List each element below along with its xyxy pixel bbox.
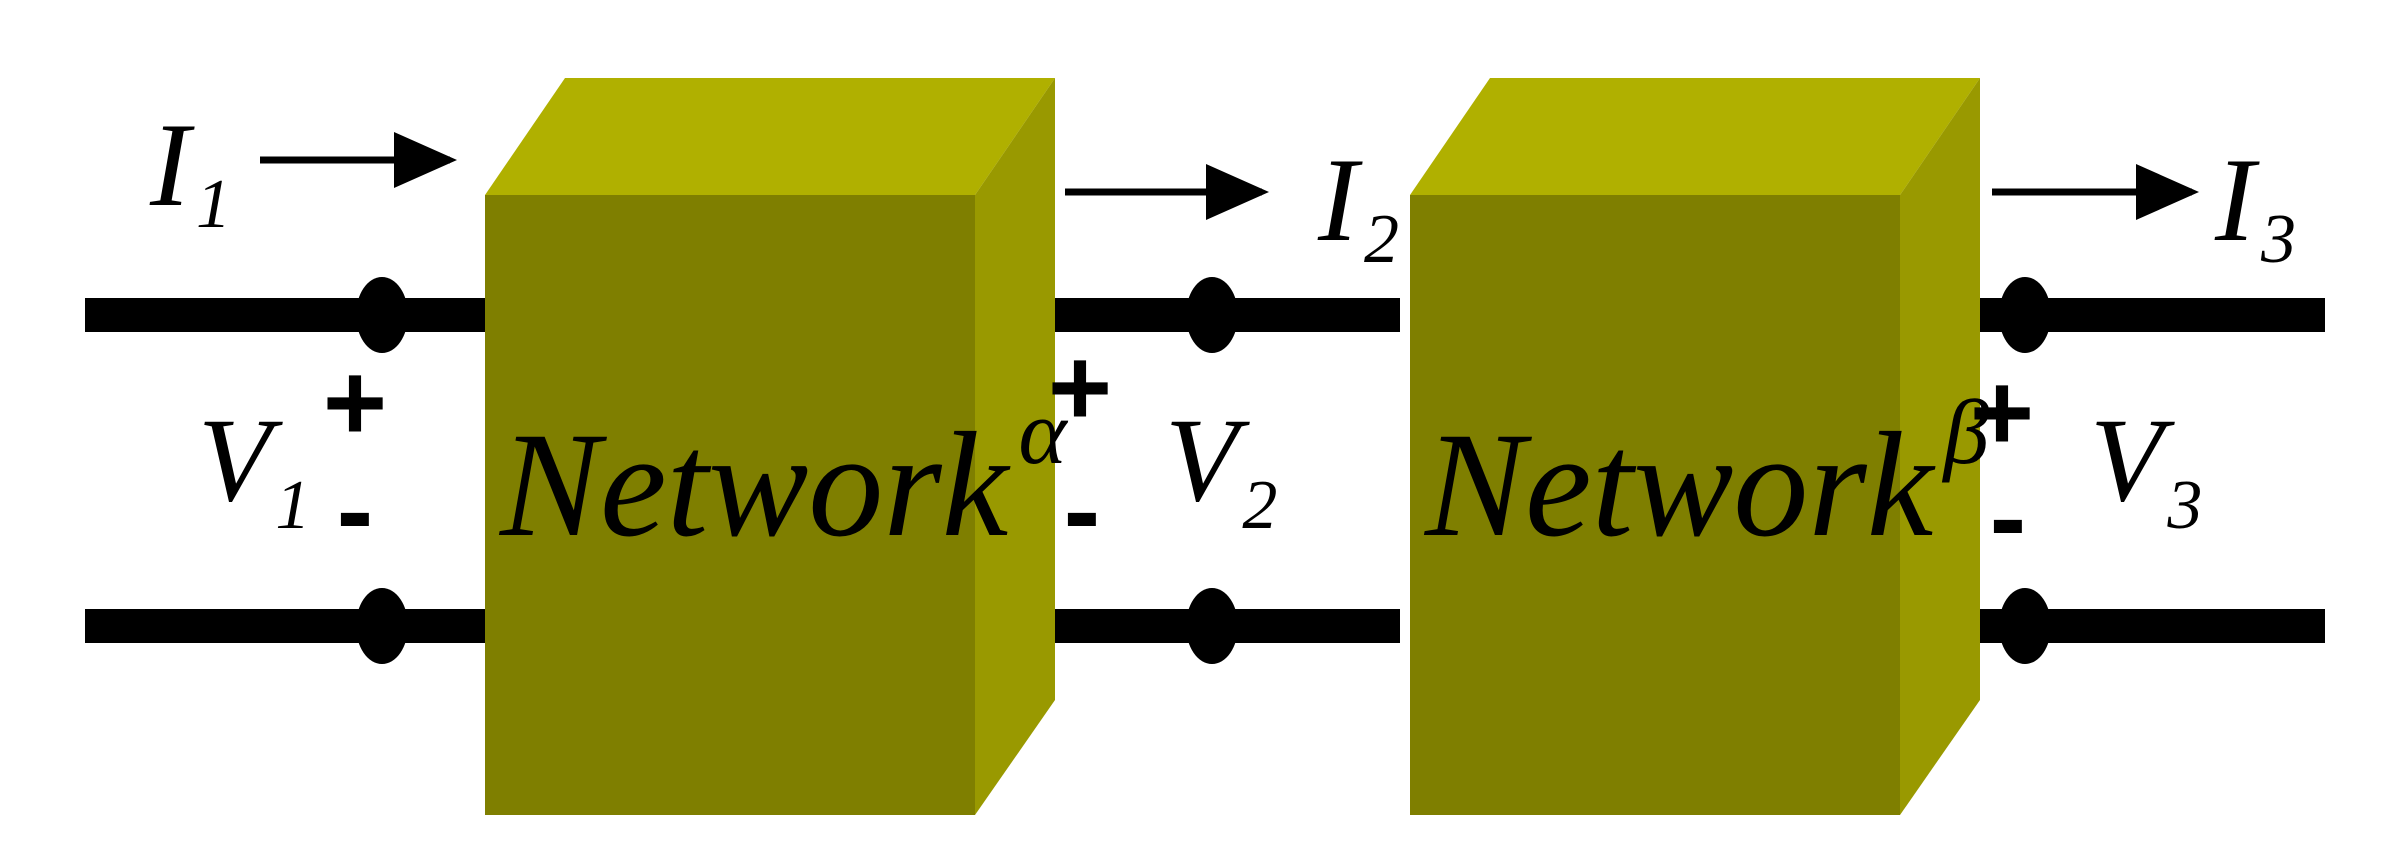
minus-sign-port3: - [1990,456,2027,579]
voltage-label-2: V2 [1165,393,1277,544]
network-beta-name: Network [1423,402,1936,568]
plus-sign-port1: + [323,341,387,464]
network-beta-superscript: β [1941,381,1989,483]
terminal-port1-top [356,277,408,353]
minus-sign-port2: - [1064,449,1101,572]
network-beta-front-face [1410,195,1900,815]
minus-sign-port1: - [337,449,374,572]
voltage-2-symbol: V [1165,393,1250,526]
current-2-subscript: 2 [1364,201,1399,278]
voltage-3-subscript: 3 [2166,467,2202,544]
voltage-label-3: V3 [2090,393,2202,544]
voltage-label-1: V1 [198,393,310,544]
network-alpha-top-face [485,78,1055,195]
terminal-port1-bottom [356,588,408,664]
terminal-port3-bottom [1999,588,2051,664]
current-1-subscript: 1 [196,166,231,243]
current-3-subscript: 3 [2260,201,2296,278]
network-alpha-side-face [975,78,1055,815]
terminal-port2-top [1186,277,1238,353]
terminal-port2-bottom [1186,588,1238,664]
network-beta-top-face [1410,78,1980,195]
current-1-symbol: I [149,98,195,231]
terminal-port3-top [1999,277,2051,353]
voltage-2-subscript: 2 [1242,467,1277,544]
network-alpha-superscript: α [1018,381,1068,483]
current-label-2: I2 [1317,133,1399,278]
plus-sign-port2: + [1048,326,1112,449]
current-3-symbol: I [2214,133,2260,266]
voltage-1-subscript: 1 [275,467,310,544]
voltage-3-symbol: V [2090,393,2175,526]
current-label-3: I3 [2214,133,2296,278]
network-beta-side-face [1900,78,1980,815]
plus-sign-port3: + [1970,351,2034,474]
network-alpha-front-face [485,195,975,815]
voltage-1-symbol: V [198,393,283,526]
current-2-symbol: I [1317,133,1363,266]
network-alpha-name: Network [498,402,1011,568]
current-label-1: I1 [149,98,231,243]
